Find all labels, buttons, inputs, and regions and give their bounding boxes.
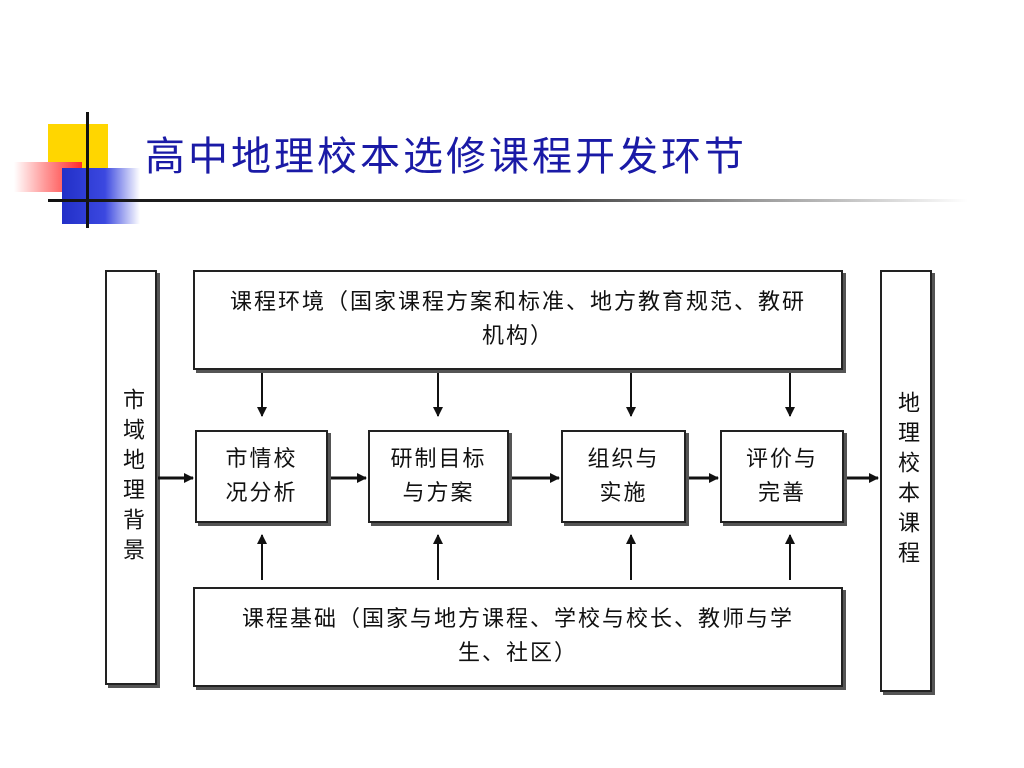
- step-box-organize-and-implement: 组织与实施: [561, 430, 686, 523]
- step-box-goals-and-plan: 研制目标与方案: [368, 430, 509, 523]
- title-ornament-blue-bar: [62, 168, 140, 224]
- step-box-situation-analysis: 市情校况分析: [195, 430, 328, 523]
- bottom-box-course-foundation: 课程基础（国家与地方课程、学校与校长、教师与学生、社区）: [193, 587, 843, 687]
- slide-title: 高中地理校本选修课程开发环节: [145, 134, 747, 180]
- title-underline: [48, 199, 968, 202]
- top-box-course-environment: 课程环境（国家课程方案和标准、地方教育规范、教研机构）: [193, 270, 843, 370]
- right-box-geography-school-course: 地理校本课程: [880, 270, 932, 692]
- title-ornament-vertical-line: [86, 112, 89, 228]
- step-box-evaluate-and-improve: 评价与完善: [720, 430, 844, 523]
- left-box-city-geography-background: 市域地理背景: [105, 270, 157, 685]
